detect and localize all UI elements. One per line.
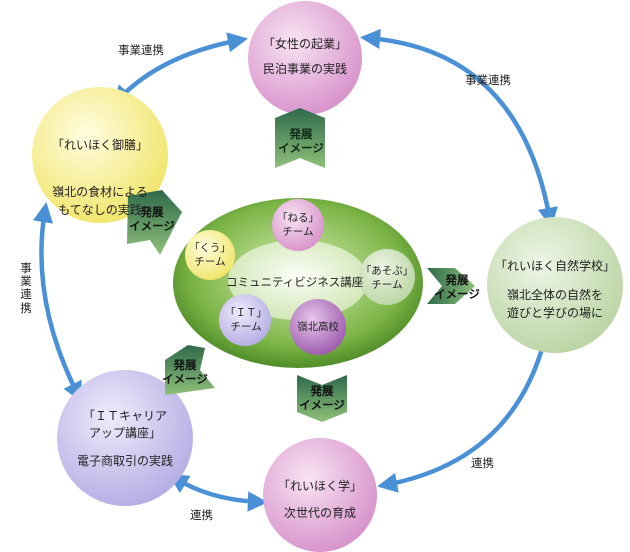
team-neru-label: 「ねる」 チーム (277, 212, 319, 239)
node-shizen-gakko (487, 217, 623, 353)
node-josei-kigyo (248, 1, 362, 115)
development-chevron-upper-left (127, 190, 182, 255)
team-highschool-label: 嶺北高校 (297, 321, 339, 333)
development-label-right: 発展 イメージ (434, 273, 480, 302)
center-title: コミュニティビジネス講座 (226, 275, 364, 289)
node-josei-kigyo-text: 「女性の起業」 民泊事業の実践 (250, 36, 360, 79)
link-label-left: 事業連携 (20, 261, 32, 315)
link-arrow-top-right (359, 28, 558, 228)
node-it-career-title: 「ＩＴキャリア アップ講座」 (82, 409, 167, 441)
development-chevron-bottom (297, 375, 347, 422)
node-reihoku-gozen-title: 「れいほく御膳」 (51, 138, 148, 153)
development-chevron-lower-left (165, 345, 215, 395)
node-it-career-desc: 電子商取引の実践 (76, 453, 173, 468)
link-arrow-top-left (112, 32, 248, 106)
development-label-top: 発展 イメージ (278, 127, 324, 156)
node-shizen-gakko-title: 「れいほく自然学校」 (494, 259, 615, 273)
link-arrow-bottom-right (377, 317, 556, 493)
node-shizen-gakko-desc: 嶺北全体の自然を 遊びと学びの場に (506, 288, 603, 320)
team-it-label: 「ＩＴ」 チーム (225, 307, 267, 334)
development-chevron-top (275, 108, 325, 168)
link-label-top-left: 事業連携 (118, 43, 164, 57)
node-josei-kigyo-title: 「女性の起業」 (262, 37, 347, 51)
link-arrow-left (33, 202, 82, 403)
node-reihoku-gozen-desc: 嶺北の食材による もてなしの実践 (52, 185, 148, 217)
node-it-career-text: 「ＩＴキャリア アップ講座」 電子商取引の実践 (60, 408, 190, 470)
link-label-bottom-left: 連携 (190, 508, 213, 522)
node-it-career (57, 370, 193, 506)
team-neru-circle (272, 199, 324, 251)
node-reihoku-gozen-text: 「れいほく御膳」 嶺北の食材による もてなしの実践 (35, 120, 165, 236)
node-reihoku-gaku-desc: 次世代の育成 (283, 506, 356, 521)
development-label-upper-left: 発展 イメージ (129, 205, 175, 234)
team-highschool-circle (290, 299, 346, 355)
development-label-bottom: 発展 イメージ (299, 384, 345, 413)
team-asobu-circle (359, 249, 415, 305)
link-arrow-bottom-left (168, 473, 269, 512)
team-kuu-circle (185, 230, 235, 280)
link-label-bottom-right: 連携 (471, 456, 494, 470)
link-label-top-right: 事業連携 (465, 73, 511, 87)
team-kuu-label: 「くう」 チーム (189, 242, 231, 269)
node-reihoku-gaku-text: 「れいほく学」 次世代の育成 (265, 478, 375, 523)
node-reihoku-gaku (263, 438, 377, 552)
center-inner-ellipse (228, 240, 368, 320)
team-it-circle (219, 294, 271, 346)
node-shizen-gakko-text: 「れいほく自然学校」 嶺北全体の自然を 遊びと学びの場に (480, 258, 630, 322)
team-asobu-label: 「あそぶ」 チーム (360, 265, 414, 292)
node-reihoku-gaku-title: 「れいほく学」 (277, 479, 362, 493)
development-label-lower-left: 発展 イメージ (162, 358, 208, 387)
node-reihoku-gozen (32, 87, 168, 223)
development-chevron-right (427, 268, 475, 304)
node-josei-kigyo-desc: 民泊事業の実践 (262, 62, 347, 77)
